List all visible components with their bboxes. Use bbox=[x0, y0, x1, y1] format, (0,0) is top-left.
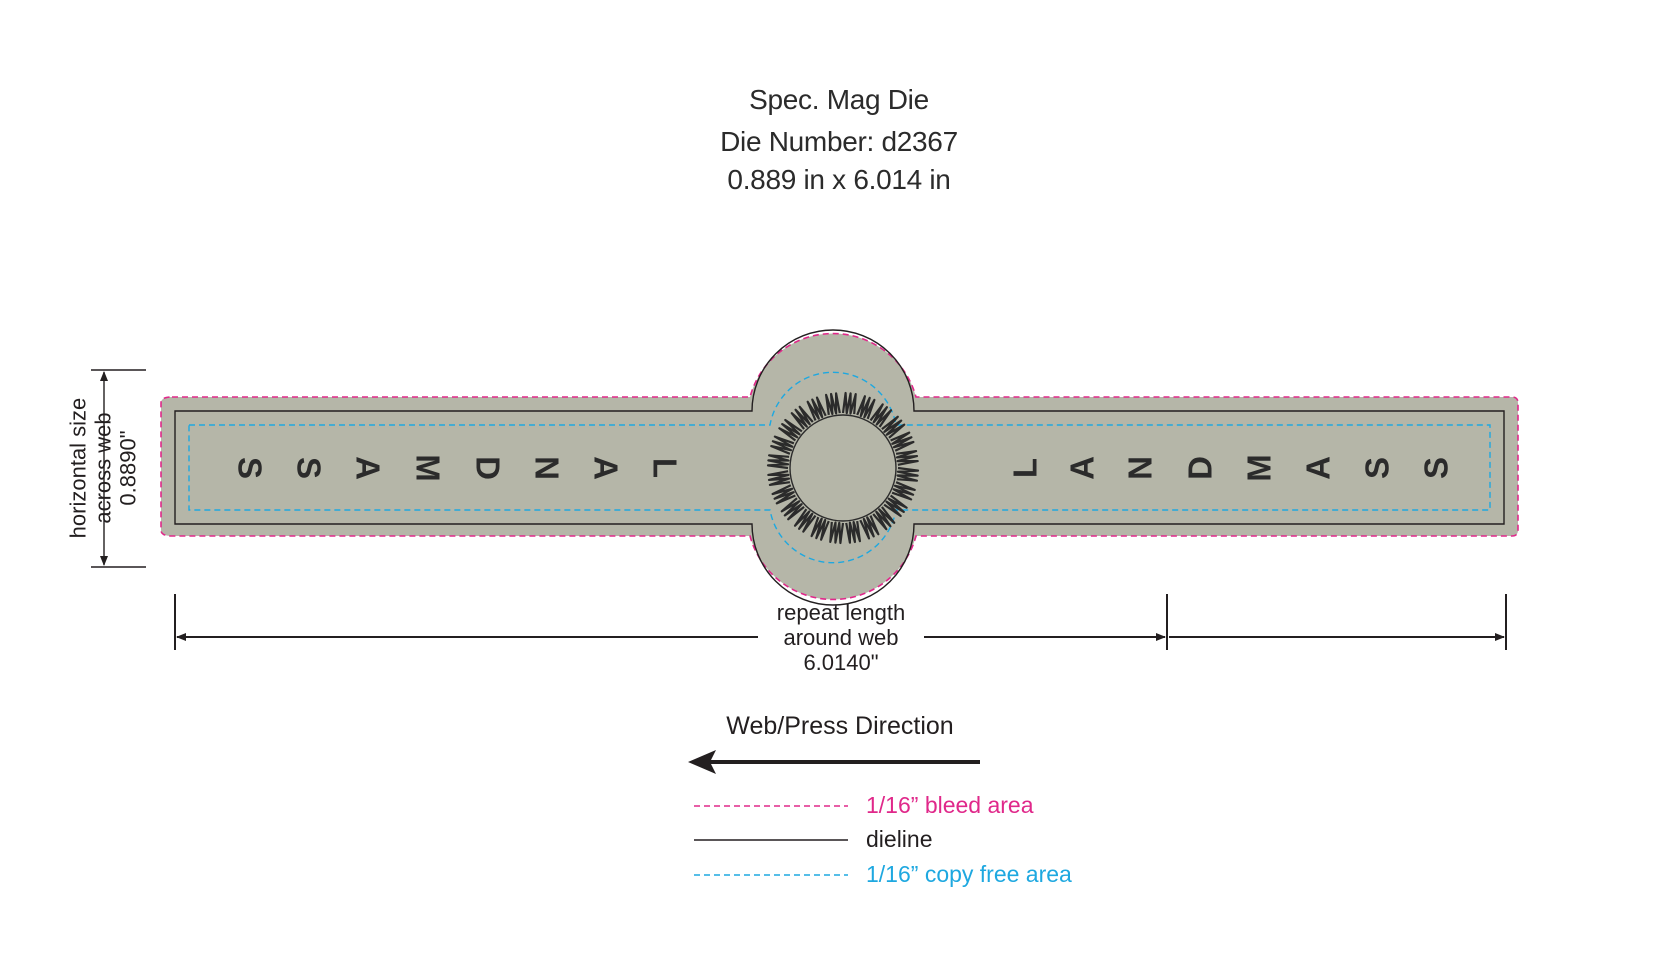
press-direction-label: Web/Press Direction bbox=[726, 712, 954, 740]
across-web-dimension-label: horizontal size across web 0.8890" bbox=[66, 338, 141, 598]
label-letter: D bbox=[1182, 456, 1219, 480]
page-title: Spec. Mag Die bbox=[749, 84, 929, 115]
repeat-line1: repeat length bbox=[776, 600, 906, 625]
across-web-line2: across web bbox=[90, 412, 116, 524]
label-letter: N bbox=[529, 456, 566, 480]
seal-emblem bbox=[766, 391, 920, 545]
label-letter: M bbox=[410, 454, 447, 482]
seal-zigzag-ring bbox=[766, 391, 920, 545]
label-letter: S bbox=[291, 457, 328, 479]
label-letter: M bbox=[1241, 454, 1278, 482]
label-letter: A bbox=[1300, 456, 1337, 480]
label-letter: L bbox=[647, 458, 684, 478]
repeat-line2: around web bbox=[783, 625, 899, 650]
die-size: 0.889 in x 6.014 in bbox=[727, 164, 951, 195]
label-letter: D bbox=[470, 456, 507, 480]
across-web-dimension bbox=[91, 369, 146, 568]
repeat-length-label: repeat length around web 6.0140" bbox=[741, 600, 941, 675]
label-letter: A bbox=[588, 456, 625, 480]
across-web-line3: 0.8890" bbox=[115, 430, 141, 506]
seal-inner-circle bbox=[789, 414, 897, 522]
dieline-outline bbox=[174, 329, 1505, 606]
die-number: Die Number: d2367 bbox=[720, 126, 958, 157]
label-letter: N bbox=[1122, 456, 1159, 480]
label-letter: S bbox=[1418, 457, 1455, 479]
label-letter: A bbox=[1064, 456, 1101, 480]
label-letter: A bbox=[350, 456, 387, 480]
legend-dieline-label: dieline bbox=[866, 826, 933, 852]
legend-bleed-label: 1/16” bleed area bbox=[866, 792, 1034, 818]
across-web-line1: horizontal size bbox=[65, 397, 91, 539]
repeat-length-dimension bbox=[174, 594, 1507, 650]
legend-copy-free-label: 1/16” copy free area bbox=[866, 861, 1072, 887]
repeat-line3: 6.0140" bbox=[803, 650, 879, 675]
label-letter: L bbox=[1007, 458, 1044, 478]
label-letter: S bbox=[1359, 457, 1396, 479]
bleed-area-outline bbox=[160, 332, 1519, 601]
label-letter: S bbox=[232, 457, 269, 479]
press-direction-arrow bbox=[688, 750, 980, 774]
